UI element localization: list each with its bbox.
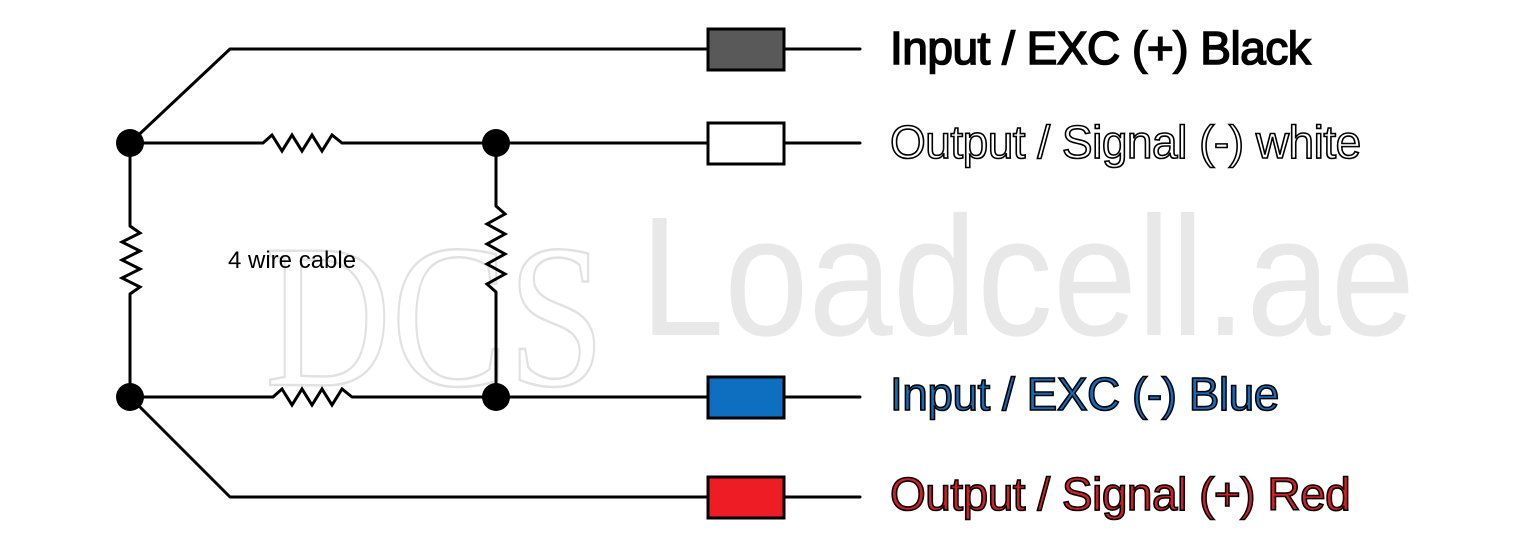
bottom-resistor [272,386,353,408]
watermark-brand: Loadcell.ae [640,182,1415,372]
label-input-exc-minus-blue: Input / EXC (-) Blue [890,368,1279,420]
terminal-red [706,475,786,520]
top-resistor [262,132,343,154]
label-output-signal-minus-white: Output / Signal (-) white [890,116,1361,168]
label-output-signal-plus-red: Output / Signal (+) Red [890,468,1350,520]
terminal-blue [706,375,786,420]
terminal-white [706,121,786,166]
lead-wire-red [128,395,862,499]
label-input-exc-plus-black: Input / EXC (+) Black [890,22,1312,74]
left-resistor [118,224,144,296]
terminals [706,27,786,520]
watermark: DCS Loadcell.ae [264,182,1415,431]
terminal-black [706,27,786,72]
wire-labels: Input / EXC (+) Black Output / Signal (-… [889,21,1362,521]
right-resistor [483,204,509,294]
cable-label: 4 wire cable [228,247,356,274]
lead-wires [128,47,862,499]
lead-wire-black [128,47,862,145]
